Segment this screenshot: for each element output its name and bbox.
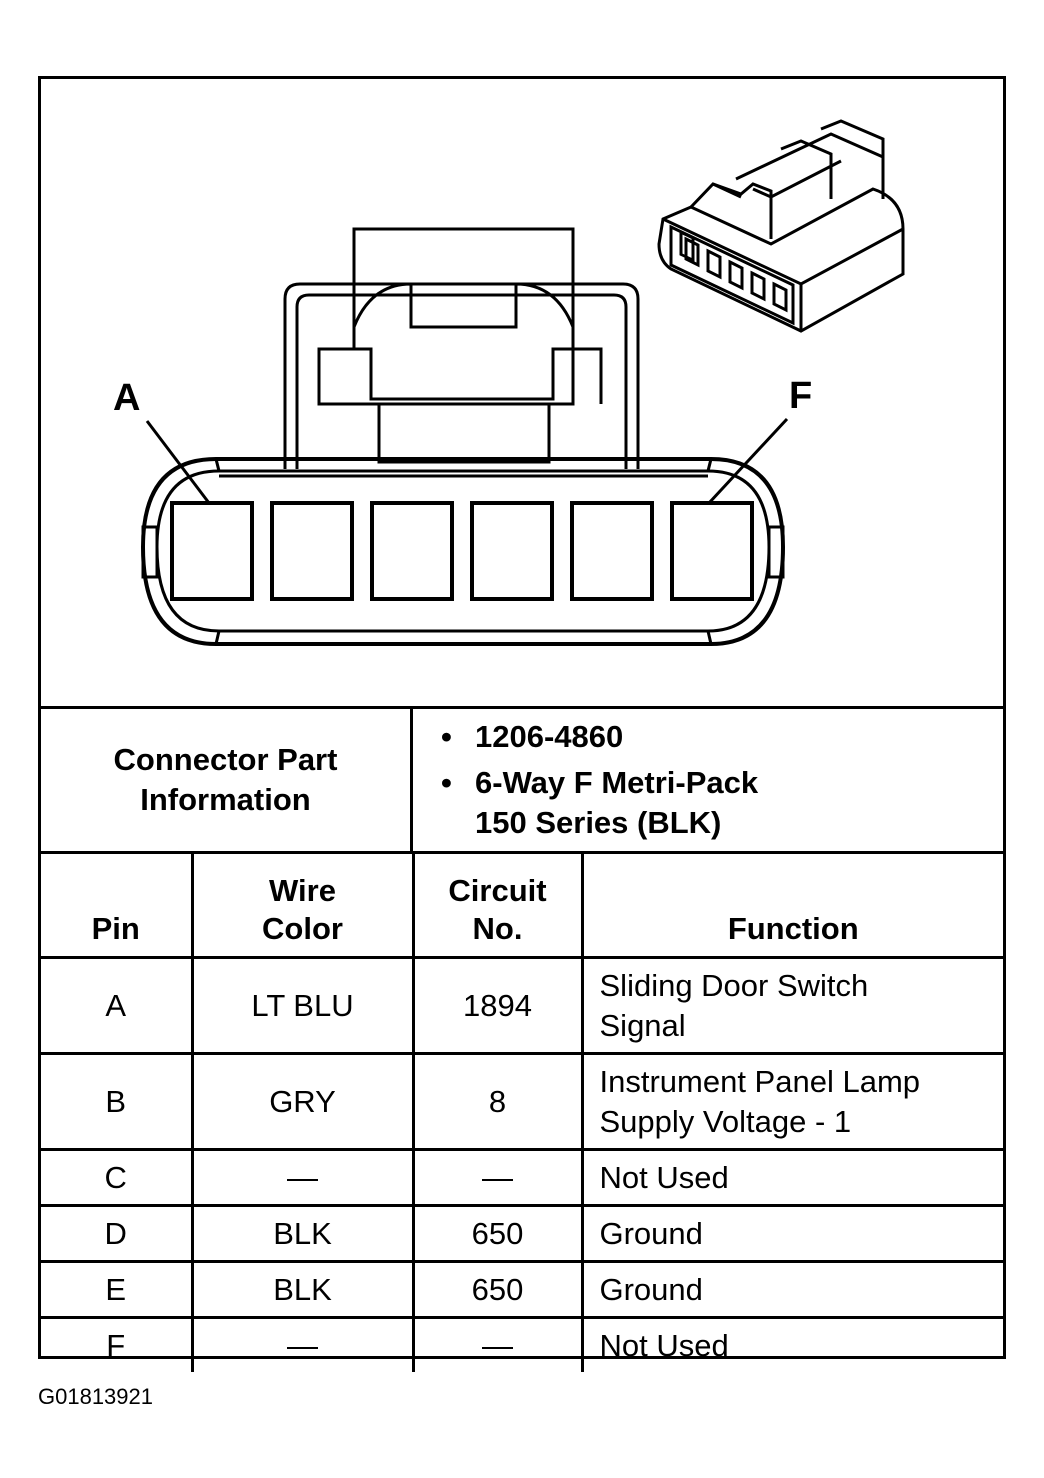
cavity-b — [270, 501, 354, 601]
function-line1: Instrument Panel Lamp — [599, 1063, 921, 1099]
function-cell: Instrument Panel Lamp Supply Voltage - 1 — [580, 1052, 1003, 1151]
bullet-icon: • — [441, 719, 452, 754]
connector-info-values: • 1206-4860 • 6-Way F Metri-Pack 150 Ser… — [413, 709, 1003, 851]
circuit-cell: 650 — [411, 1260, 584, 1319]
wire-color-cell: GRY — [190, 1052, 415, 1151]
connector-face-view — [140, 119, 905, 646]
bullet-icon: • — [441, 765, 452, 800]
circuit-cell: 650 — [411, 1204, 584, 1263]
pin-cell: F — [41, 1316, 194, 1372]
connector-info-label-line2: Information — [140, 782, 311, 817]
function-line1: Sliding Door Switch — [599, 967, 869, 1003]
function-cell: Ground — [580, 1260, 1003, 1319]
wire-color-cell: BLK — [190, 1204, 415, 1263]
cavity-e — [570, 501, 654, 601]
table-row: A LT BLU 1894 Sliding Door Switch Signal — [41, 956, 1003, 1055]
table-row: B GRY 8 Instrument Panel Lamp Supply Vol… — [41, 1052, 1003, 1151]
cavity-d — [470, 501, 554, 601]
cavity-f — [670, 501, 754, 601]
header-wire-color: Wire Color — [190, 854, 415, 959]
callout-label-a: A — [113, 377, 141, 419]
function-cell: Not Used — [580, 1316, 1003, 1372]
pin-table-header: Pin Wire Color Circuit No. Function — [41, 854, 1003, 959]
header-circuit-line2: No. — [472, 911, 523, 946]
function-line2: Signal — [599, 1007, 686, 1043]
callout-line-a — [145, 420, 211, 504]
wire-color-cell: — — [190, 1316, 415, 1372]
connector-description-line2: 150 Series (BLK) — [475, 805, 722, 840]
table-row: F — — Not Used — [41, 1316, 1003, 1372]
connector-drawing: A F — [41, 79, 1003, 707]
header-wire-line1: Wire — [269, 873, 336, 908]
wire-color-cell: BLK — [190, 1260, 415, 1319]
connector-diagram-frame: A F Connector Part Information • 1206-48… — [38, 76, 1006, 1372]
function-cell: Sliding Door Switch Signal — [580, 956, 1003, 1055]
circuit-cell: 8 — [411, 1052, 584, 1151]
figure-code: G01813921 — [38, 1384, 153, 1409]
callout-line-f — [707, 417, 789, 505]
function-line2: Supply Voltage - 1 — [599, 1103, 852, 1139]
part-number: 1206-4860 — [475, 719, 624, 754]
circuit-cell: 1894 — [411, 956, 584, 1055]
cavity-c — [370, 501, 454, 601]
callout-label-f: F — [789, 375, 813, 417]
connector-info-label: Connector Part Information — [41, 709, 413, 851]
pin-cell: C — [41, 1148, 194, 1207]
pin-cell: A — [41, 956, 194, 1055]
pin-cell: B — [41, 1052, 194, 1151]
connector-info-label-line1: Connector Part — [113, 742, 338, 777]
circuit-cell: — — [411, 1148, 584, 1207]
part-number-item: • 1206-4860 — [441, 717, 1003, 757]
table-row: E BLK 650 Ground — [41, 1260, 1003, 1319]
table-row: D BLK 650 Ground — [41, 1204, 1003, 1263]
header-function: Function — [580, 854, 1003, 959]
pin-table: Pin Wire Color Circuit No. Function A LT… — [41, 854, 1003, 1372]
pin-cell: D — [41, 1204, 194, 1263]
header-circuit-no: Circuit No. — [411, 854, 584, 959]
pin-cell: E — [41, 1260, 194, 1319]
header-pin: Pin — [41, 854, 194, 959]
circuit-cell: — — [411, 1316, 584, 1372]
function-cell: Ground — [580, 1204, 1003, 1263]
connector-description-line1: 6-Way F Metri-Pack — [475, 765, 759, 800]
cavity-a — [170, 501, 254, 601]
table-row: C — — Not Used — [41, 1148, 1003, 1207]
connector-isometric-icon — [657, 119, 905, 333]
header-wire-line2: Color — [262, 911, 343, 946]
wire-color-cell: — — [190, 1148, 415, 1207]
function-cell: Not Used — [580, 1148, 1003, 1207]
connector-part-information: Connector Part Information • 1206-4860 •… — [41, 706, 1003, 854]
header-circuit-line1: Circuit — [448, 873, 547, 908]
wire-color-cell: LT BLU — [190, 956, 415, 1055]
connector-description-item: • 6-Way F Metri-Pack 150 Series (BLK) — [441, 763, 1003, 843]
